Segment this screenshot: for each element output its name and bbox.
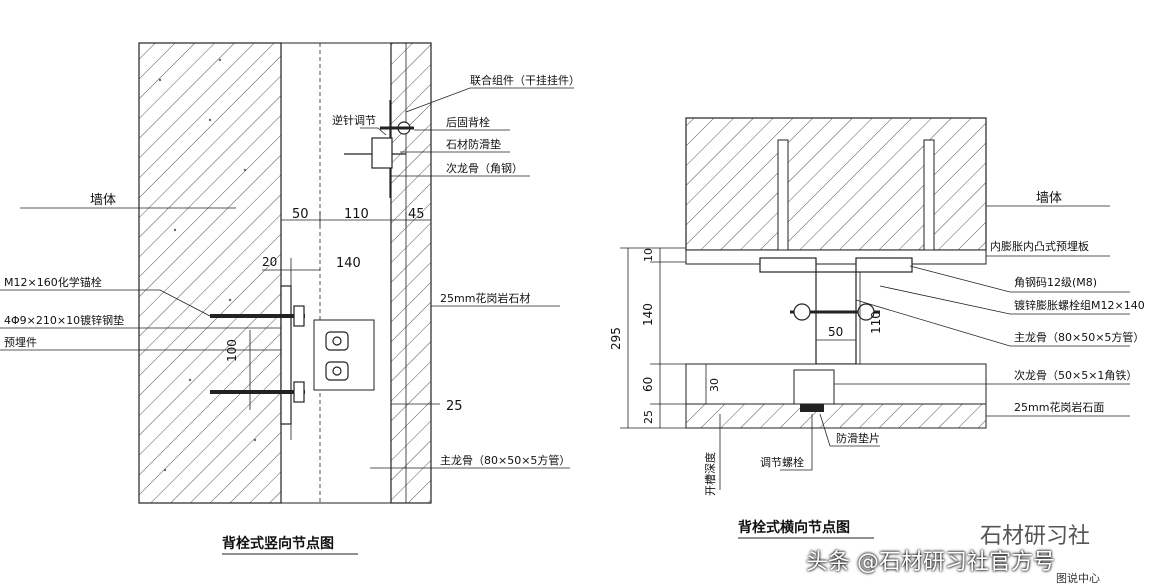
- dim-140-right: 140: [641, 303, 655, 326]
- label-stone-right: 25mm花岗岩石面: [1014, 400, 1104, 414]
- right-horizontal-node-drawing: 295 10 140 60 25 50 110 30 墙体 内膨胀内凸式预埋板 …: [609, 117, 1145, 539]
- dim-20: 20: [262, 255, 277, 269]
- connector-clips: [325, 331, 349, 381]
- top-bracket-assembly: [344, 100, 414, 198]
- label-support-angle: 次龙骨（角钢）: [446, 161, 523, 175]
- right-drawing-title: 背栓式横向节点图: [738, 519, 850, 536]
- dim-100: 100: [225, 339, 239, 362]
- left-vertical-node-drawing: 50 110 45 20 140 100 25 联合组件（干挂挂件） 逆针调节 …: [0, 42, 580, 555]
- right-dimension-lines: [620, 247, 861, 429]
- label-chem-bolt: M12×160化学锚栓: [4, 275, 102, 289]
- left-leaders: [0, 87, 574, 469]
- dim-50-right: 50: [828, 325, 843, 339]
- embed-plate-right: [685, 249, 987, 265]
- watermark-handle: 头条 @石材研习社官方号: [806, 550, 1055, 575]
- main-keel-tube: [280, 42, 392, 504]
- concrete-specks: [158, 58, 257, 472]
- label-back-bolt: 后固背栓: [446, 115, 490, 129]
- label-wall-right: 墙体: [1036, 191, 1062, 206]
- dim-45: 45: [408, 207, 425, 222]
- wall-hatch-right: [685, 117, 987, 251]
- dim-10: 10: [642, 248, 655, 262]
- dim-25: 25: [446, 399, 463, 414]
- dim-295: 295: [609, 327, 623, 350]
- label-embed: 预埋件: [4, 336, 37, 349]
- label-adjust: 调节螺栓: [760, 455, 804, 469]
- left-drawing-title: 背栓式竖向节点图: [222, 535, 334, 552]
- label-angle: 角钢码12级(M8): [1014, 276, 1097, 289]
- dim-25-right: 25: [642, 410, 655, 424]
- label-spacer: 防滑垫片: [836, 431, 880, 445]
- dim-110-right: 110: [869, 311, 883, 334]
- label-main-keel: 主龙骨（80×50×5方管）: [440, 453, 570, 467]
- chemical-anchor-bolts: [210, 305, 305, 403]
- label-adjust-bolt: 逆针调节: [332, 113, 376, 127]
- dim-50: 50: [292, 207, 309, 222]
- label-slot: 开槽深度: [703, 452, 717, 496]
- right-leaders: [719, 205, 1130, 490]
- label-sub-keel: 次龙骨（50×5×1角铁）: [1014, 368, 1137, 382]
- watermark-brand: 石材研习社: [980, 524, 1091, 549]
- stone-panel-right: [685, 403, 987, 429]
- dim-30-right: 30: [708, 378, 721, 392]
- dim-140: 140: [336, 256, 361, 271]
- dim-110: 110: [344, 207, 369, 222]
- stone-panel: [390, 42, 432, 504]
- label-plate: 4Φ9×210×10镀锌钢垫: [4, 313, 124, 327]
- sub-keel-block: [793, 369, 835, 405]
- label-main-keel-right: 主龙骨（80×50×5方管）: [1014, 330, 1144, 344]
- label-connector: 联合组件（干挂挂件）: [470, 73, 580, 87]
- label-wall: 墙体: [90, 193, 116, 208]
- left-dimension-lines: [249, 212, 440, 440]
- wall-hatch: [138, 42, 282, 504]
- dim-60: 60: [641, 377, 655, 392]
- label-stone-washer: 石材防滑垫: [446, 137, 501, 151]
- bracket-assembly-right: [759, 257, 913, 365]
- label-stone: 25mm花岗岩石材: [440, 291, 530, 305]
- label-bolt: 镀锌膨胀螺栓组M12×140: [1014, 298, 1145, 312]
- label-embed-plate: 内膨胀内凸式预埋板: [990, 239, 1089, 253]
- watermark-corner: 图说中心: [1056, 572, 1100, 585]
- embed-steel-plate: [280, 285, 292, 425]
